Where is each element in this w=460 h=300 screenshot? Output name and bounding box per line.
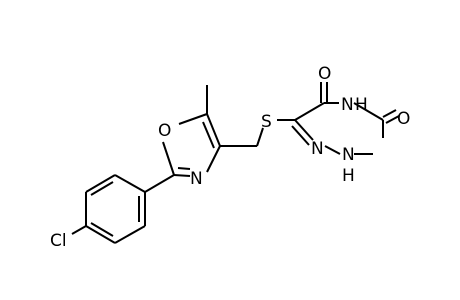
- bond-c-cl: [71, 225, 87, 235]
- bond: [294, 119, 314, 141]
- carbonyl-oxygen-atom: O: [397, 109, 410, 129]
- oxazole-ring: [144, 85, 264, 193]
- bond: [324, 145, 341, 155]
- chlorine-atom: Cl: [50, 231, 67, 251]
- nh-nitrogen-atom: N: [341, 95, 354, 115]
- nh-hydrogen-atom: H: [342, 166, 355, 186]
- ring-nitrogen-atom: N: [311, 139, 324, 159]
- bond: [353, 102, 384, 121]
- bond: [178, 113, 208, 125]
- double-bond-inner: [177, 167, 191, 170]
- oxazole-oxygen-atom: O: [158, 121, 171, 141]
- double-bond-inner: [291, 125, 310, 146]
- sulfur-atom: S: [261, 112, 272, 132]
- carbonyl-oxygen-atom: O: [318, 64, 331, 84]
- double-bond-inner: [90, 181, 114, 196]
- bond-c3-o: [382, 109, 397, 118]
- bond: [206, 113, 221, 147]
- bond: [114, 225, 146, 244]
- nh-hydrogen-atom: H: [355, 95, 368, 115]
- bond-c3-o: [385, 115, 400, 124]
- bond: [114, 174, 146, 193]
- bond: [162, 141, 175, 176]
- chlorophenyl-ring: [71, 174, 146, 244]
- atom-labels: Cl O N S O N H O N N H: [50, 64, 410, 251]
- double-bond-inner: [202, 121, 215, 149]
- bond-ch2-s: [256, 127, 264, 147]
- bond: [85, 225, 116, 244]
- bond-phenyl-oxazole: [144, 174, 175, 193]
- bond: [206, 145, 221, 173]
- bond: [85, 174, 116, 193]
- bond: [173, 174, 191, 177]
- double-bond-inner: [90, 222, 114, 237]
- triazine-ring: [277, 82, 400, 155]
- oxazole-nitrogen-atom: N: [190, 169, 203, 189]
- nh-nitrogen-atom: N: [342, 145, 355, 165]
- bond: [294, 102, 325, 121]
